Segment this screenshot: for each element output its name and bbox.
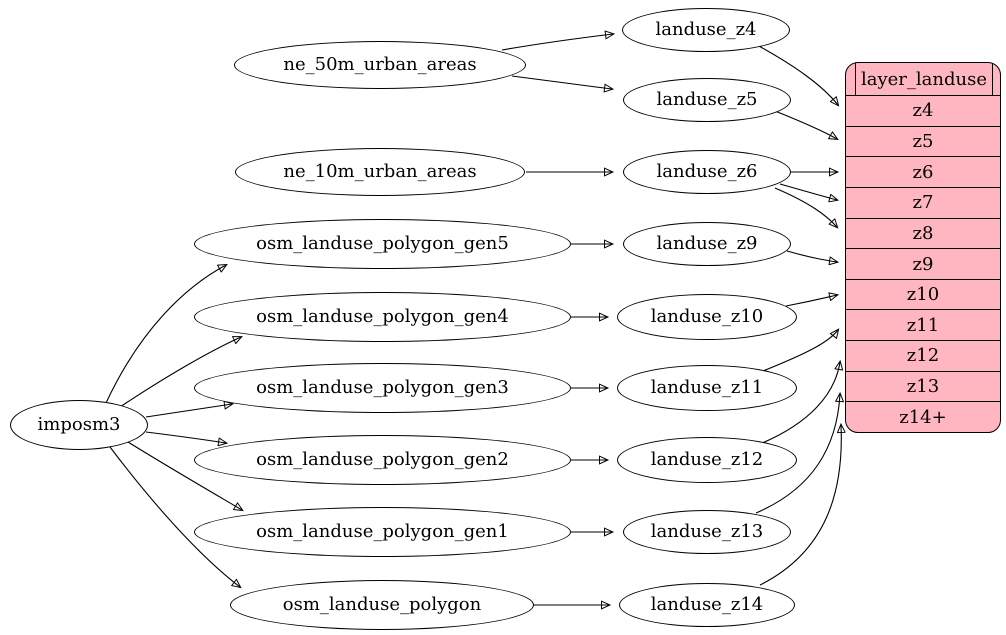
edge-z5-row-z5: [774, 110, 837, 139]
edge-z4-row-z4: [756, 44, 838, 105]
edge-z14-row-z14: [759, 425, 841, 586]
table-row-z8: z8: [846, 217, 1000, 249]
node-landuse-z6: landuse_z6: [623, 150, 791, 194]
layer-landuse-table-title: layer_landuse: [855, 63, 993, 95]
edge-imposm3-gen5: [105, 265, 226, 404]
node-ne-10m-urban-areas: ne_10m_urban_areas: [235, 148, 525, 196]
edge-imposm3-gen2: [145, 431, 226, 443]
node-landuse-z10: landuse_z10: [617, 294, 797, 340]
node-osm-landuse-polygon-gen3: osm_landuse_polygon_gen3: [194, 363, 571, 413]
node-landuse-z4: landuse_z4: [622, 8, 790, 52]
node-ne-50m-urban-areas: ne_50m_urban_areas: [234, 41, 526, 89]
layer-landuse-table: layer_landuse z4 z5 z6 z7 z8 z9 z10 z11 …: [845, 62, 1001, 433]
edge-z11-row-z11: [762, 330, 838, 372]
layer-landuse-table-header: layer_landuse: [846, 63, 1000, 95]
node-osm-landuse-polygon-gen2: osm_landuse_polygon_gen2: [194, 435, 571, 485]
table-row-z7: z7: [846, 186, 1000, 218]
node-osm-landuse-polygon-gen1: osm_landuse_polygon_gen1: [194, 507, 571, 557]
edge-z10-row-z10: [785, 295, 837, 307]
table-row-z4: z4: [846, 95, 1000, 126]
table-row-z5: z5: [846, 125, 1000, 157]
edge-z13-row-z13: [755, 394, 840, 514]
edge-z9-row-z9: [786, 250, 837, 262]
edge-z6-row-z8: [774, 187, 837, 227]
edge-ne50m-z5: [511, 75, 612, 89]
table-row-z13: z13: [846, 370, 1000, 402]
node-imposm3: imposm3: [10, 400, 148, 450]
table-row-z10: z10: [846, 278, 1000, 310]
node-landuse-z12: landuse_z12: [617, 437, 797, 483]
edge-ne50m-z4: [501, 34, 613, 51]
node-osm-landuse-polygon-gen5: osm_landuse_polygon_gen5: [194, 219, 571, 269]
node-landuse-z9: landuse_z9: [623, 222, 791, 266]
edge-imposm3-gen4: [119, 337, 241, 408]
node-landuse-z14: landuse_z14: [619, 583, 795, 627]
table-row-z14plus: z14+: [846, 401, 1000, 432]
node-landuse-z5: landuse_z5: [623, 78, 791, 122]
edge-z12-row-z12: [759, 362, 840, 445]
table-row-z6: z6: [846, 156, 1000, 187]
node-osm-landuse-polygon-gen4: osm_landuse_polygon_gen4: [194, 292, 571, 342]
node-osm-landuse-polygon: osm_landuse_polygon: [230, 580, 534, 630]
edge-imposm3-gen3: [145, 404, 232, 418]
table-row-z12: z12: [846, 340, 1000, 371]
table-row-z9: z9: [846, 248, 1000, 279]
edge-imposm3-polygon: [109, 446, 240, 587]
node-landuse-z13: landuse_z13: [623, 510, 791, 554]
node-landuse-z11: landuse_z11: [617, 365, 797, 411]
edge-z6-row-z7: [779, 183, 837, 200]
table-row-z11: z11: [846, 309, 1000, 340]
edge-imposm3-gen1: [127, 441, 242, 510]
